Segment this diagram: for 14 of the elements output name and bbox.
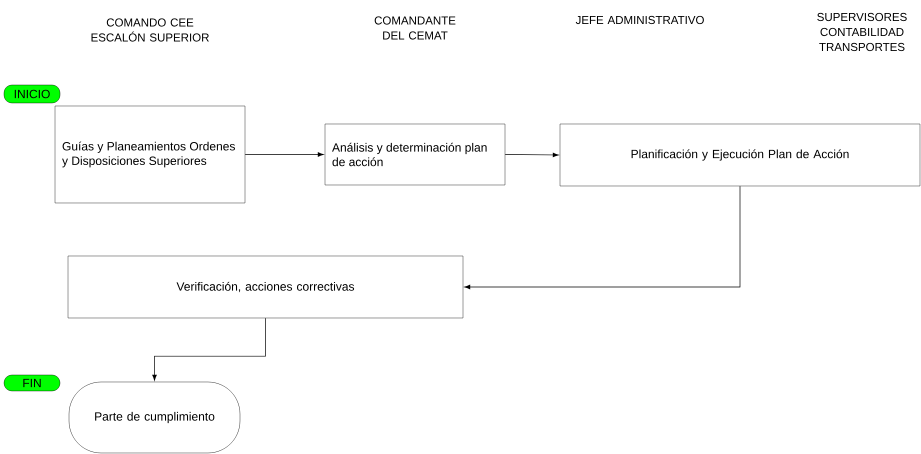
arrow [152,318,266,381]
column-header: COMANDO CEE ESCALÓN SUPERIOR [92,18,209,42]
arrow [504,152,559,158]
arrow [244,152,324,157]
process-box: Análisis y determinación plan de acción [324,124,506,186]
terminal-label: FIN [4,374,60,392]
process-box: Planificación y Ejecución Plan de Acción [560,124,920,186]
column-header: JEFE ADMINISTRATIVO [576,16,704,24]
process-box: Verificación, acciones correctivas [68,256,464,318]
arrow [464,186,740,290]
process-box: Guías y Planeamientos Ordenes y Disposiciones Superiores [54,106,246,204]
column-header: COMANDANTE DEL CEMAT [374,16,456,40]
terminal-label: INICIO [4,84,60,104]
column-header: SUPERVISORES CONTABILIDAD TRANSPORTES [817,12,907,52]
